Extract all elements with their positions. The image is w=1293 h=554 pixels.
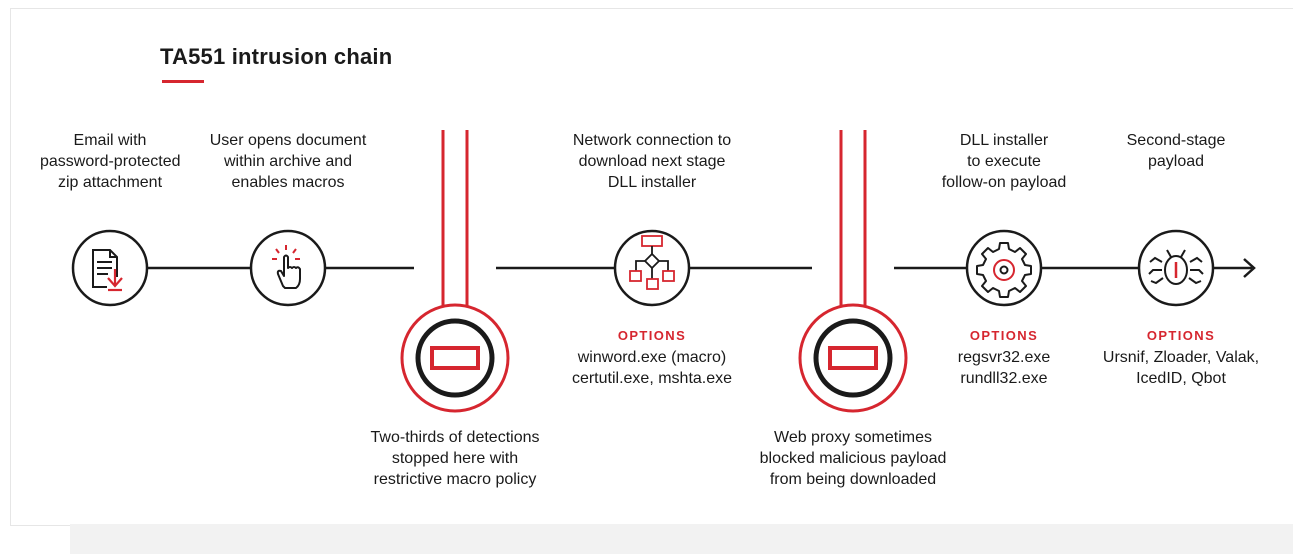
blocker-web-proxy <box>798 130 908 413</box>
blocker-macro-policy-caption: Two-thirds of detections stopped here wi… <box>370 429 540 488</box>
step-payload-caption: Second-stage payload <box>1126 132 1226 170</box>
title-underline <box>162 80 204 83</box>
step-payload <box>1137 229 1215 307</box>
step-dll-caption: DLL installer to execute follow-on paylo… <box>941 132 1067 191</box>
stop-icon <box>430 346 480 370</box>
document-download-icon <box>92 249 123 292</box>
flowchart-icon <box>629 235 675 290</box>
options-list-network: winword.exe (macro) certutil.exe, mshta.… <box>571 349 733 387</box>
step-macros <box>249 229 327 307</box>
blocker-web-proxy-caption: Web proxy sometimes blocked malicious pa… <box>759 429 947 488</box>
footer-band <box>70 524 1293 554</box>
step-dll <box>965 229 1043 307</box>
options-label-payload: OPTIONS <box>1146 328 1216 343</box>
step-network-caption: Network connection to download next stag… <box>572 132 732 191</box>
chain-line <box>147 258 1256 278</box>
blocker-macro-policy <box>400 130 510 413</box>
options-list-dll: regsvr32.exe rundll32.exe <box>957 349 1051 387</box>
step-network <box>613 229 691 307</box>
step-email <box>71 229 149 307</box>
bug-icon <box>1148 249 1204 285</box>
options-label-dll: OPTIONS <box>969 328 1039 343</box>
hand-click-icon <box>272 245 301 289</box>
step-macros-caption: User opens document within archive and e… <box>209 132 367 191</box>
options-list-payload: Ursnif, Zloader, Valak, IcedID, Qbot <box>1102 349 1260 387</box>
stop-icon <box>828 346 878 370</box>
gear-icon <box>976 242 1032 298</box>
step-email-caption: Email with password-protected zip attach… <box>40 132 181 191</box>
diagram-title: TA551 intrusion chain <box>160 44 393 69</box>
options-label-network: OPTIONS <box>617 328 687 343</box>
